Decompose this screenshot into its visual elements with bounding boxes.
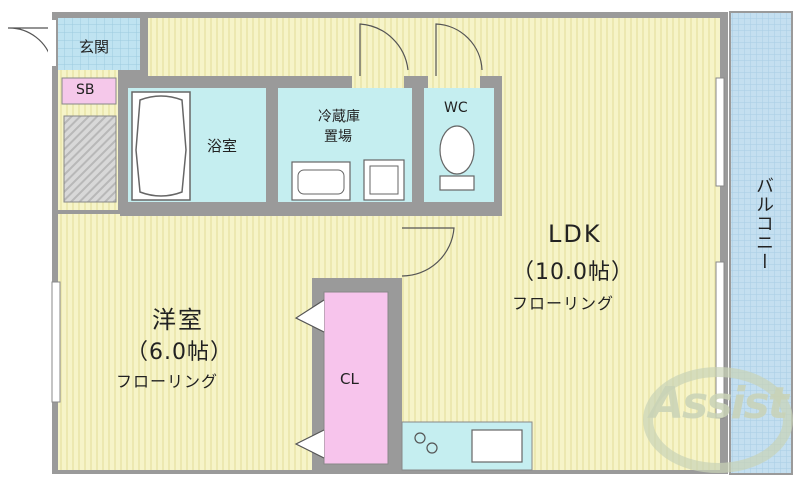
wc-door-swing (435, 23, 483, 76)
fridge-label-line1: 冷蔵庫 (318, 109, 360, 125)
stove-burner-1 (414, 432, 426, 444)
closet-door-upper (294, 299, 325, 333)
western-floor-label: フローリング (116, 372, 219, 391)
sb-label: SB (76, 82, 95, 98)
bathtub-basin (135, 95, 187, 197)
wc-label: WC (444, 100, 468, 116)
western-door-swing (401, 227, 455, 277)
kitchen-sink (471, 429, 523, 463)
genkan-label: 玄関 (79, 38, 110, 56)
closet-door-lower (294, 429, 325, 459)
balcony-label: バルコニー (753, 176, 774, 271)
western-floor (58, 214, 320, 470)
assist-logo: Assist (650, 378, 789, 429)
window-right-upper (715, 77, 725, 187)
ldk-name-label: LDK (548, 220, 602, 248)
window-left (51, 281, 61, 403)
ldk-size-label: （10.0帖） (512, 260, 634, 285)
pipe-shaft (63, 115, 117, 203)
washbasin-bowl (297, 169, 345, 195)
closet-label: CL (340, 370, 359, 388)
washer-pan-inner (369, 165, 399, 195)
bath-label: 浴室 (207, 137, 238, 155)
toilet-tank (439, 175, 475, 191)
genkan-area (58, 18, 140, 70)
western-name-label: 洋室 (152, 306, 204, 334)
logo-swoosh (643, 367, 793, 473)
western-size-label: （6.0帖） (126, 340, 233, 365)
sb-area (61, 77, 117, 105)
ldk-floor-label: フローリング (512, 294, 615, 313)
fridge-label-line2: 置場 (324, 129, 352, 145)
closet-area (323, 291, 389, 465)
washer-pan (363, 159, 405, 201)
stove-burner-2 (426, 442, 438, 454)
window-right-lower (715, 261, 725, 419)
toilet-bowl (439, 125, 475, 175)
fridge-door-swing (359, 23, 409, 76)
entry-door-swing (7, 27, 53, 63)
